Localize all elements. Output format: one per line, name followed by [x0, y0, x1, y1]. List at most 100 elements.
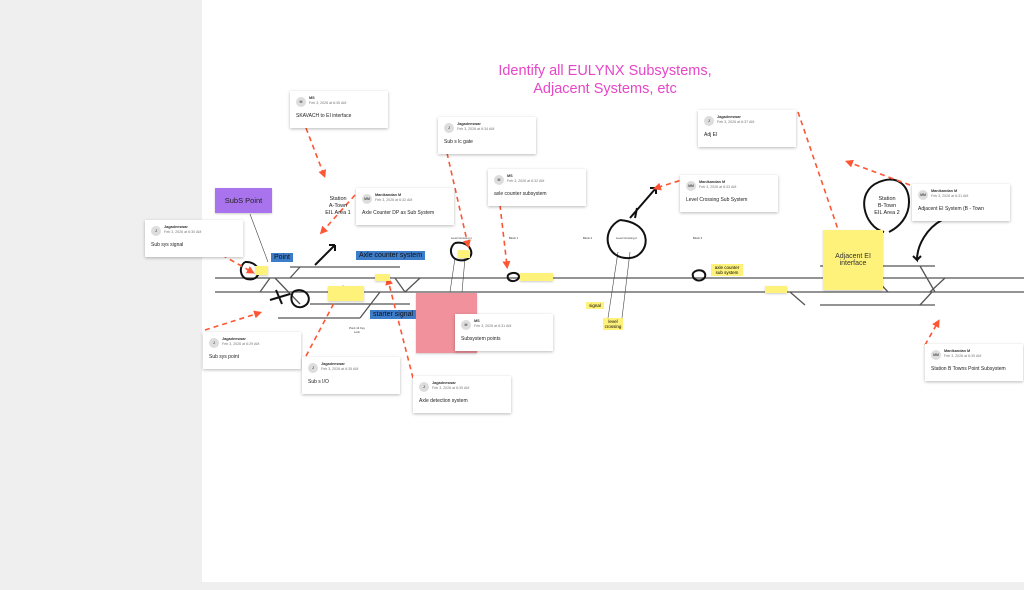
comment-text: Level Crossing Sub System — [686, 197, 748, 203]
title-line-2: Adjacent Systems, etc — [533, 81, 677, 97]
comment-text: Subsystem points — [461, 336, 501, 342]
comment-text: Axle Counter DP as Sub System — [362, 210, 435, 216]
avatar: J — [419, 382, 429, 392]
comment-timestamp: Feb 3, 2026 at 6:35 AM — [944, 354, 982, 358]
avatar: M — [296, 97, 306, 107]
note-level-crossing[interactable]: level crossing — [603, 318, 623, 330]
label-lc1: Level Crossing 1 — [451, 236, 472, 240]
comment-text: Sub sys signal — [151, 242, 184, 248]
comment-timestamp: Feb 3, 2026 at 6:34 AM — [457, 127, 495, 131]
avatar: MM — [931, 350, 941, 360]
comment-author: Manikandan M — [944, 349, 971, 353]
comment-author: MS — [474, 319, 480, 323]
ink-scribbles — [239, 178, 943, 309]
comment-author: Manikandan M — [699, 180, 726, 184]
station-b-line2: B-Town — [877, 203, 897, 209]
comment-author: Jagadeeswar — [717, 115, 741, 119]
comment-timestamp: Feb 3, 2026 at 6:31 AM — [474, 324, 512, 328]
avatar: MM — [686, 181, 696, 191]
note-signal[interactable]: signal — [586, 302, 604, 309]
comment-text: Station B Towns Point Subsystem — [931, 366, 1006, 372]
avatar: J — [209, 338, 219, 348]
sticky-yellow-lc[interactable] — [458, 250, 470, 258]
avatar: M — [461, 320, 471, 330]
label-block3: Block 3 — [693, 236, 703, 240]
comment-text: Adj EI — [704, 132, 718, 138]
label-axle-counter-system[interactable]: Axle counter system — [356, 251, 426, 260]
label-block2: Block 2 — [583, 236, 593, 240]
label-block1: Block 1 — [509, 236, 519, 240]
left-panel — [0, 0, 202, 590]
comment-timestamp: Feb 3, 2026 at 6:29 AM — [222, 342, 260, 346]
sticky-yellow-right[interactable] — [765, 286, 787, 293]
sticky-yellow-block[interactable] — [520, 273, 553, 281]
comment-text: Sub s I/O — [308, 379, 329, 385]
sticky-adjacent-ei[interactable]: Adjacent EI interface — [823, 230, 883, 290]
comment-text: Adjacent EI System (B - Town — [918, 206, 985, 212]
sticky-yellow-signal[interactable] — [255, 266, 268, 275]
comment-timestamp: Feb 3, 2026 at 6:32 AM — [375, 198, 413, 202]
station-a-label: Station A-Town EIL Area 1 — [318, 196, 358, 217]
comment-timestamp: Feb 3, 2026 at 6:30 AM — [164, 230, 202, 234]
station-a-line3: EIL Area 1 — [325, 210, 351, 216]
avatar: J — [308, 363, 318, 373]
sticky-yellow-io[interactable] — [328, 286, 364, 301]
label-starter-signal[interactable]: starter signal — [370, 310, 417, 319]
label-point[interactable]: Point — [271, 253, 293, 262]
comment-timestamp: Feb 3, 2026 at 6:33 AM — [699, 185, 737, 189]
comment-timestamp: Feb 3, 2026 at 6:35 AM — [432, 386, 470, 390]
comment-author: Manikandan M — [931, 189, 958, 193]
station-b-line1: Station — [878, 196, 896, 202]
comment-author: Jagadeeswar — [432, 381, 456, 385]
comment-text: axle counter subsystem — [494, 191, 547, 197]
comment-author: Jagadeeswar — [321, 362, 345, 366]
bottom-bar — [202, 582, 1024, 590]
avatar: MM — [918, 190, 928, 200]
comment-text: Sub sys point — [209, 354, 240, 360]
comment-timestamp: Feb 3, 2026 at 6:32 AM — [507, 179, 545, 183]
station-b-label: Station B-Town EIL Area 2 — [867, 196, 907, 217]
avatar: J — [151, 226, 161, 236]
station-a-line1: Station — [329, 196, 347, 202]
title-line-1: Identify all EULYNX Subsystems, — [498, 63, 712, 79]
station-a-line2: A-Town — [328, 203, 348, 209]
avatar: J — [444, 123, 454, 133]
level-crossing-leaders — [249, 213, 631, 319]
comment-author: MS — [309, 96, 315, 100]
station-b-line3: EIL Area 2 — [874, 210, 900, 216]
label-lc2: Level Crossing 2 — [616, 236, 637, 240]
comment-timestamp: Feb 3, 2026 at 6:35 AM — [321, 367, 359, 371]
comment-text: Axle detection system — [419, 398, 468, 404]
note-axle-counter-sub-system[interactable]: axle counter sub system — [711, 264, 743, 276]
comment-text: Sub s lc gate — [444, 139, 473, 145]
label-point14: Point 14 Key Lock — [349, 326, 365, 334]
board-title: Identify all EULYNX Subsystems, Adjacent… — [480, 62, 730, 98]
comment-timestamp: Feb 3, 2026 at 6:37 AM — [717, 120, 755, 124]
comment-author: Jagadeeswar — [222, 337, 246, 341]
sticky-yellow-small[interactable] — [375, 274, 390, 281]
comment-author: MS — [507, 174, 513, 178]
avatar: J — [704, 116, 714, 126]
comment-author: Manikandan M — [375, 193, 402, 197]
avatar: M — [494, 175, 504, 185]
comment-author: Jagadeeswar — [457, 122, 481, 126]
avatar: MM — [362, 194, 372, 204]
sticky-subs-point[interactable]: SubS Point — [215, 188, 272, 213]
comment-author: Jagadeeswar — [164, 225, 188, 229]
comment-arrows — [204, 111, 940, 379]
comment-text: SKAVACH to EI interface — [296, 113, 352, 119]
comment-timestamp: Feb 3, 2026 at 6:35 AM — [309, 101, 347, 105]
